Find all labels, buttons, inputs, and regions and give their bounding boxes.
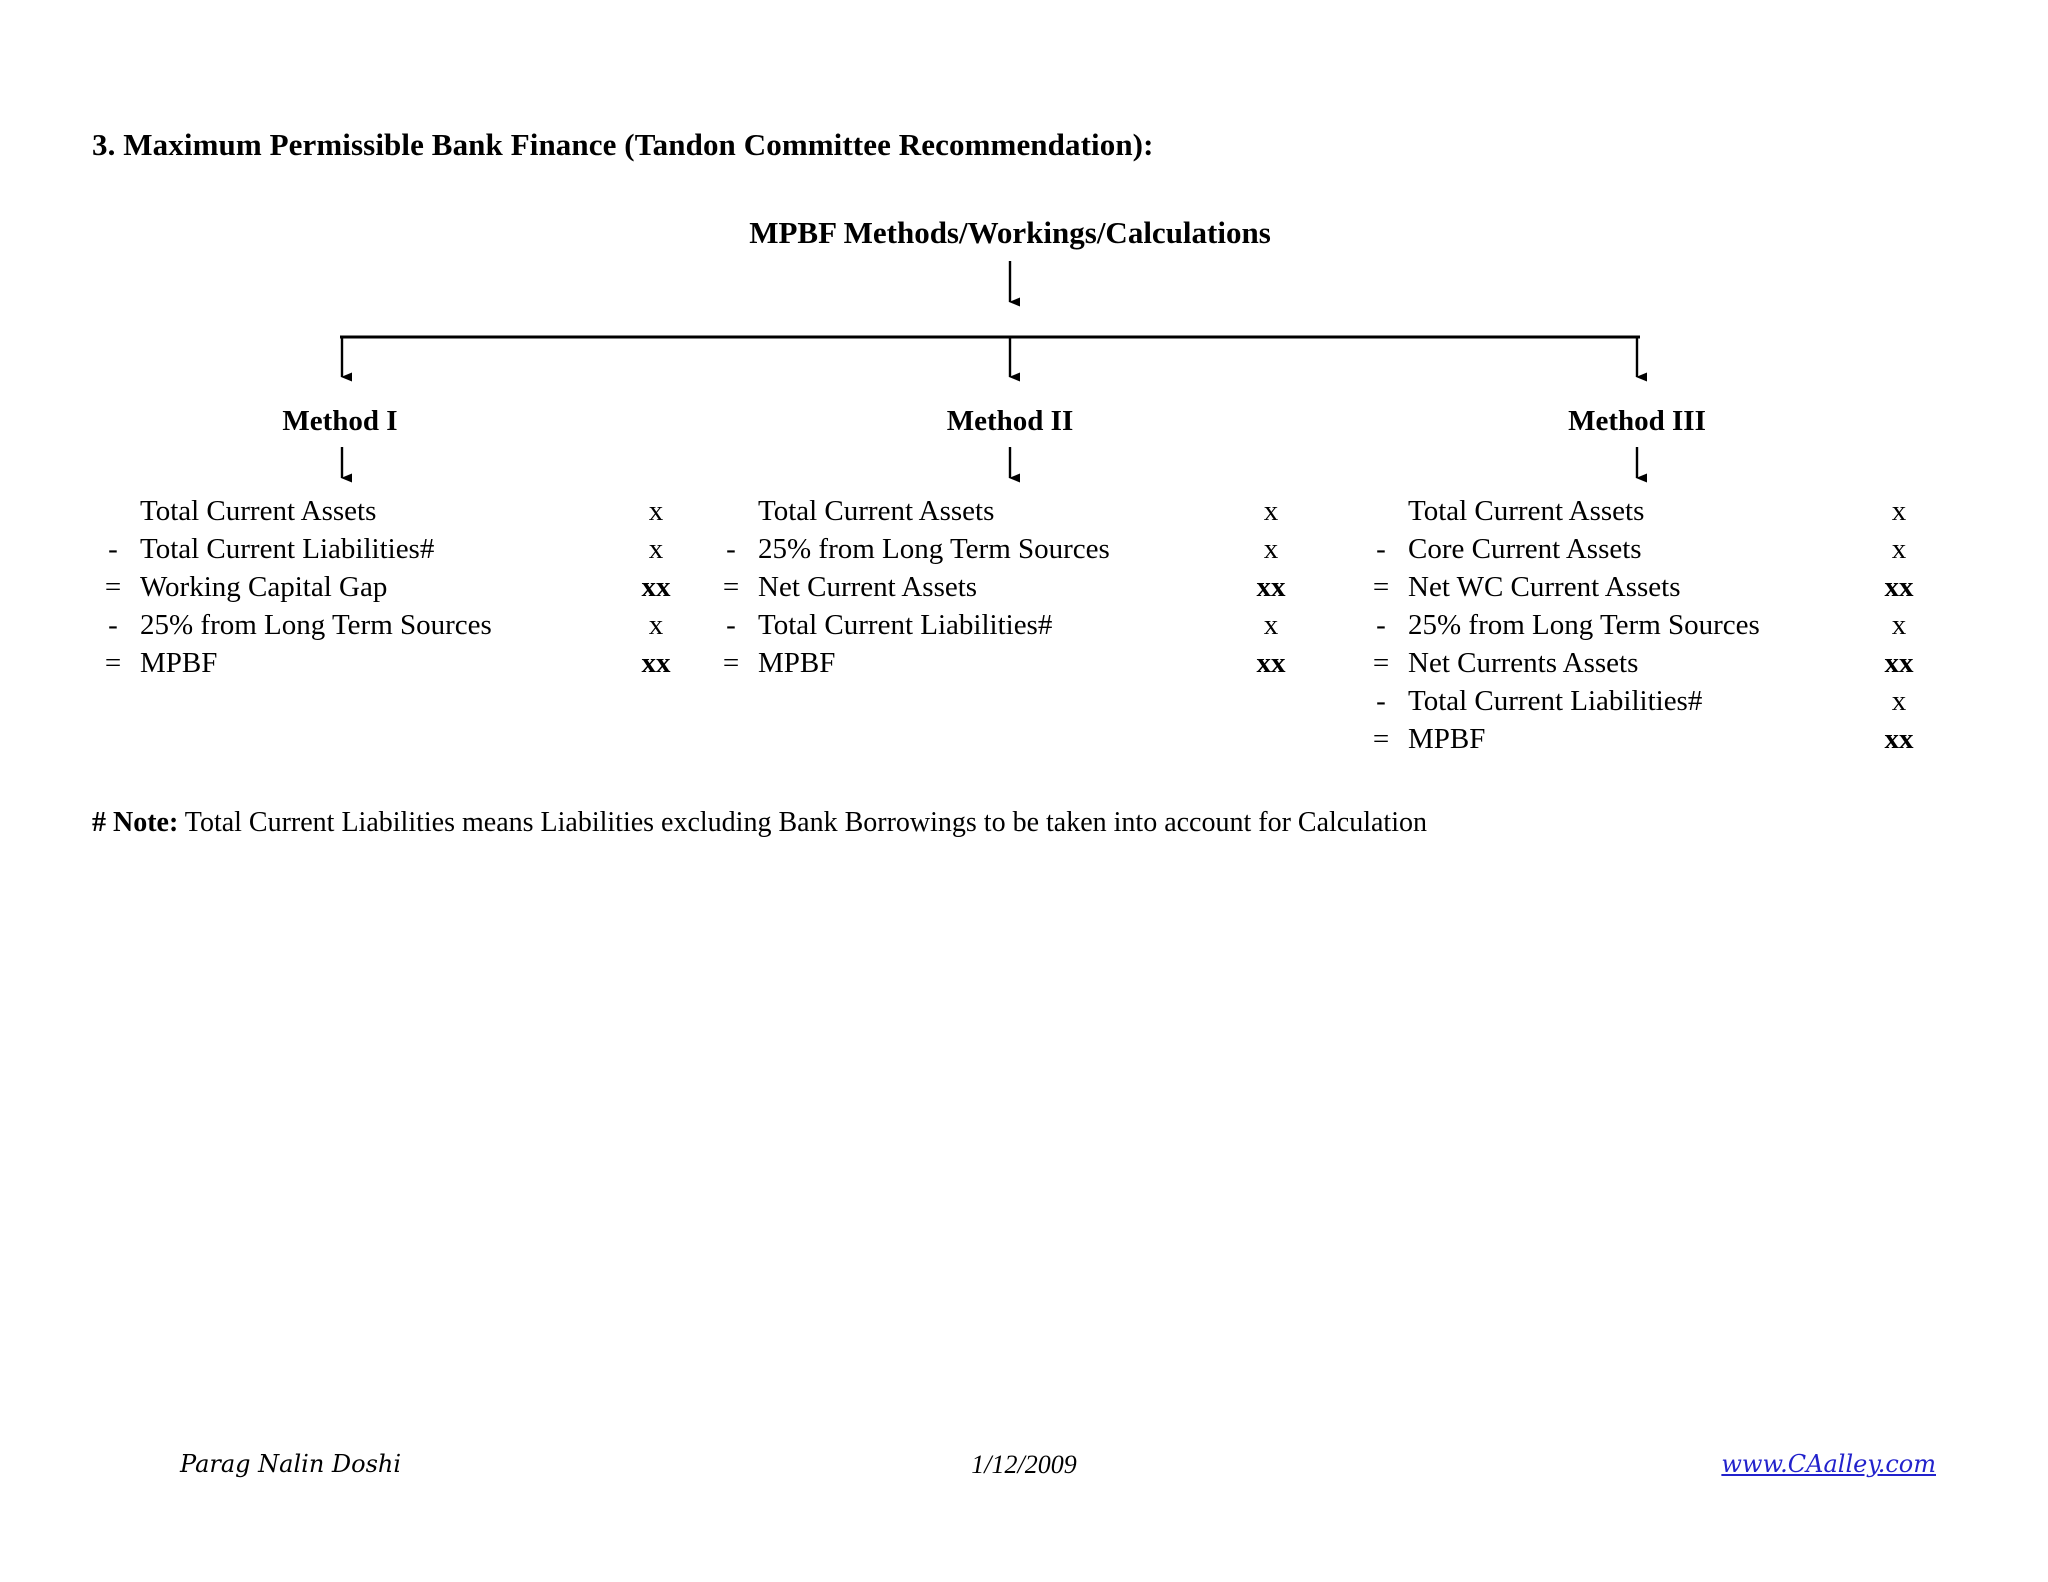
row-value: x [1263, 609, 1279, 641]
table-row: -Total Current Liabilities# x [1360, 687, 1929, 725]
method-heading-3: Method III [1568, 405, 1706, 437]
row-label: MPBF [1408, 723, 1486, 755]
row-label: 25% from Long Term Sources [140, 609, 492, 641]
table-row: -Total Current Liabilities# x [710, 611, 1301, 649]
table-row: -25% from Long Term Sources x [1360, 611, 1929, 649]
row-value: xx [1256, 571, 1286, 603]
row-value: xx [641, 571, 671, 603]
row-value: xx [641, 647, 671, 679]
row-value: xx [1884, 647, 1914, 679]
row-label: MPBF [140, 647, 218, 679]
row-label: MPBF [758, 647, 836, 679]
row-label: 25% from Long Term Sources [1408, 609, 1760, 641]
row-operator [1360, 497, 1408, 535]
table-row: -25% from Long Term Sources x [92, 611, 686, 649]
row-label: Total Current Liabilities# [140, 533, 435, 565]
row-label: Total Current Liabilities# [758, 609, 1053, 641]
row-value: x [648, 609, 664, 641]
method-heading-1: Method I [282, 405, 398, 437]
footer-website-link[interactable]: www.CAalley.com [1721, 1450, 1936, 1478]
row-value: xx [1256, 647, 1286, 679]
row-operator [710, 497, 758, 535]
row-label: Total Current Assets [140, 495, 377, 527]
table-row: = Net Currents Assets xx [1360, 649, 1929, 687]
row-label: 25% from Long Term Sources [758, 533, 1110, 565]
table-row: = Net WC Current Assets xx [1360, 573, 1929, 611]
table-row: Total Current Assets x [710, 497, 1301, 535]
method-heading-2: Method II [946, 405, 1074, 437]
row-value: xx [1884, 723, 1914, 755]
row-operator: = [1372, 571, 1390, 603]
row-operator: - [1376, 609, 1386, 641]
row-value: x [648, 533, 664, 565]
row-operator: - [726, 609, 736, 641]
row-operator [92, 497, 140, 535]
row-operator: - [726, 533, 736, 565]
table-row: = MPBF xx [710, 649, 1301, 687]
row-operator: = [104, 647, 122, 679]
note-marker: # Note: [92, 807, 179, 838]
row-label: Net Currents Assets [1408, 647, 1639, 679]
row-label: Total Current Liabilities# [1408, 685, 1703, 717]
table-row: = MPBF xx [1360, 725, 1929, 763]
row-label: Net Current Assets [758, 571, 978, 603]
row-value: xx [1884, 571, 1914, 603]
diagram-root-label: MPBF Methods/Workings/Calculations [0, 215, 2048, 251]
row-operator: = [1372, 723, 1390, 755]
row-operator: = [722, 647, 740, 679]
row-value: x [1263, 533, 1279, 565]
row-operator: = [1372, 647, 1390, 679]
row-operator: = [722, 571, 740, 603]
table-row: = Working Capital Gap xx [92, 573, 686, 611]
row-label: Total Current Assets [1408, 495, 1645, 527]
table-row: Total Current Assets x [1360, 497, 1929, 535]
row-value: x [1263, 495, 1279, 527]
table-row: Total Current Assets x [92, 497, 686, 535]
diagram-root-label-text: MPBF Methods/Workings/Calculations [749, 215, 1271, 250]
row-value: x [1891, 685, 1907, 717]
row-label: Working Capital Gap [140, 571, 388, 603]
page-title: 3. Maximum Permissible Bank Finance (Tan… [92, 127, 1154, 162]
footer-date: 1/12/2009 [971, 1450, 1077, 1479]
table-row: = MPBF xx [92, 649, 686, 687]
row-operator: - [1376, 533, 1386, 565]
footer-author: Parag Nalin Doshi [180, 1450, 402, 1478]
row-value: x [1891, 495, 1907, 527]
row-value: x [1891, 609, 1907, 641]
table-row: = Net Current Assets xx [710, 573, 1301, 611]
row-operator: = [104, 571, 122, 603]
row-label: Total Current Assets [758, 495, 995, 527]
row-value: x [648, 495, 664, 527]
row-operator: - [108, 609, 118, 641]
table-row: -Total Current Liabilities# x [92, 535, 686, 573]
row-operator: - [108, 533, 118, 565]
table-row: -25% from Long Term Sources x [710, 535, 1301, 573]
row-value: x [1891, 533, 1907, 565]
table-row: -Core Current Assets x [1360, 535, 1929, 573]
note-text: Total Current Liabilities means Liabilit… [178, 807, 1427, 838]
row-operator: - [1376, 685, 1386, 717]
note-line: # Note: Total Current Liabilities means … [92, 807, 1427, 839]
row-label: Core Current Assets [1408, 533, 1642, 565]
row-label: Net WC Current Assets [1408, 571, 1681, 603]
